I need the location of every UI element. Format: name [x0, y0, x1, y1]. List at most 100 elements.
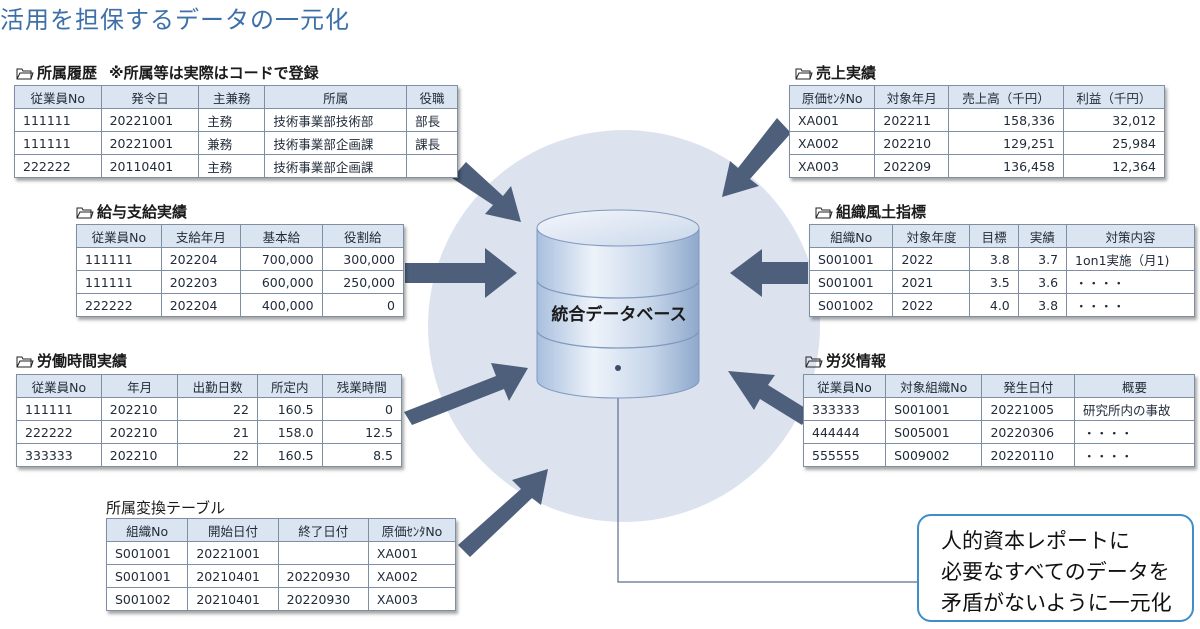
section-title-shozoku: 所属履歴※所属等は実際はコードで登録 [16, 62, 319, 84]
table-cell: 202210 [100, 397, 179, 421]
table-cell: 202204 [160, 247, 242, 271]
table-cell: 20221001 [100, 108, 200, 132]
table-cell: 2022 [892, 247, 971, 271]
section-label: 所属履歴 [37, 64, 98, 82]
table-cell: 202211 [874, 108, 950, 132]
table-cell: 111111 [76, 270, 162, 294]
table-cell: 研究所内の事故 [1074, 397, 1195, 421]
table-header: 残業時間 [321, 374, 403, 398]
table-cell: 202204 [160, 293, 242, 317]
table-cell: 兼務 [198, 131, 266, 155]
section-label: 売上実績 [816, 64, 877, 82]
table-header: 従業員No [14, 85, 102, 109]
table-cell: 32,012 [1062, 108, 1166, 132]
table-header: 従業員No [76, 224, 162, 248]
table-henkan: 組織No 開始日付 終了日付 原価ｾﾝﾀNo S001001 20221001 … [105, 518, 457, 611]
table-cell: 22 [177, 397, 258, 421]
table-row: 222222 202204 400,000 0 [76, 293, 405, 317]
table-cell: XA003 [788, 154, 876, 178]
table-cell: 111111 [14, 131, 102, 155]
table-header: 基本給 [240, 224, 323, 248]
table-row: S001001 2021 3.5 3.6 ・・・・ [808, 270, 1195, 294]
table-header: 概要 [1074, 374, 1195, 398]
table-row: 111111 20221001 主務 技術事業部技術部 部長 [14, 108, 458, 132]
table-header: 目標 [969, 224, 1019, 248]
arrow-uriage [722, 118, 791, 197]
table-cell: XA002 [788, 131, 876, 155]
table-cell: 0 [321, 293, 405, 317]
table-cell: ・・・・ [1074, 443, 1195, 467]
table-header: 組織No [105, 518, 189, 542]
arrow-kyuyo [405, 248, 517, 298]
table-cell: 111111 [76, 247, 162, 271]
connector-dot [615, 365, 621, 371]
table-cell: S001001 [105, 564, 189, 588]
table-cell: 555555 [802, 443, 887, 467]
database-label: 統合データベース [551, 305, 687, 325]
table-header: 終了日付 [277, 518, 369, 542]
table-cell: 333333 [802, 397, 887, 421]
table-row: 111111 20221001 兼務 技術事業部企画課 課長 [14, 131, 458, 155]
table-cell: 20210401 [187, 587, 279, 611]
table-header: 発生日付 [981, 374, 1075, 398]
section-title-uriage: 売上実績 [795, 62, 876, 84]
table-cell: 250,000 [321, 270, 405, 294]
arrow-rodo [404, 363, 528, 425]
table-cell: 0 [321, 397, 403, 421]
table-cell: XA002 [367, 564, 457, 588]
table-cell: XA003 [367, 587, 457, 611]
table-header: 実績 [1017, 224, 1068, 248]
table-cell: 202210 [100, 443, 179, 467]
table-uriage: 原価ｾﾝﾀNo 対象年月 売上高（千円） 利益（千円） XA001 202211… [788, 85, 1166, 178]
table-cell: 2021 [892, 270, 971, 294]
table-header: 役割給 [321, 224, 405, 248]
table-cell: XA001 [367, 541, 457, 565]
table-cell: S001001 [808, 270, 894, 294]
table-cell: 主務 [198, 154, 266, 178]
table-header: 組織No [808, 224, 894, 248]
table-cell: 20220930 [277, 587, 369, 611]
table-cell: S001001 [885, 397, 983, 421]
table-header: 利益（千円） [1062, 85, 1166, 109]
arrow-soshiki [730, 249, 808, 297]
callout-box: 人的資本レポートに 必要なすべてのデータを 矛盾がないように一元化 [917, 514, 1194, 622]
table-cell: 20220110 [981, 443, 1075, 467]
table-header: 従業員No [16, 374, 102, 398]
table-cell: 21 [177, 420, 258, 444]
table-cell: 部長 [406, 108, 458, 132]
table-cell: 333333 [16, 443, 102, 467]
table-header: 支給年月 [160, 224, 242, 248]
table-cell: 技術事業部技術部 [264, 108, 408, 132]
table-shozoku: 従業員No 発令日 主兼務 所属 役職 111111 20221001 主務 技… [14, 85, 458, 178]
table-cell: 3.8 [1017, 293, 1068, 317]
database-cylinder [536, 209, 700, 399]
table-cell: 1on1実施（月1) [1066, 247, 1195, 271]
folder-icon [16, 66, 34, 84]
table-cell: S001001 [808, 247, 894, 271]
table-cell [277, 541, 369, 565]
section-label: 組織風土指標 [836, 203, 927, 221]
table-row: S001002 20210401 20220930 XA003 [105, 587, 457, 611]
table-cell: 222222 [76, 293, 162, 317]
section-label: 給与支給実績 [97, 203, 188, 221]
table-cell: 20220306 [981, 420, 1075, 444]
table-rodo: 従業員No 年月 出勤日数 所定内 残業時間 111111 202210 22 … [16, 374, 403, 467]
table-cell: S001002 [808, 293, 894, 317]
section-title-rosai: 労災情報 [805, 350, 886, 372]
table-cell: 202210 [100, 420, 179, 444]
table-cell: S001001 [105, 541, 189, 565]
table-row: XA002 202210 129,251 25,984 [788, 131, 1166, 155]
table-cell: 300,000 [321, 247, 405, 271]
table-cell: 20110401 [100, 154, 200, 178]
table-cell: 160.5 [256, 443, 323, 467]
table-cell: 111111 [14, 108, 102, 132]
table-row: S001001 20210401 20220930 XA002 [105, 564, 457, 588]
table-cell: 12,364 [1062, 154, 1166, 178]
table-cell: ・・・・ [1066, 270, 1195, 294]
section-title-rodo: 労働時間実績 [16, 350, 127, 372]
table-cell: 222222 [14, 154, 102, 178]
folder-icon [16, 354, 34, 372]
table-cell: 400,000 [240, 293, 323, 317]
table-row: S001001 2022 3.8 3.7 1on1実施（月1) [808, 247, 1195, 271]
section-title-soshiki: 組織風土指標 [815, 201, 926, 223]
